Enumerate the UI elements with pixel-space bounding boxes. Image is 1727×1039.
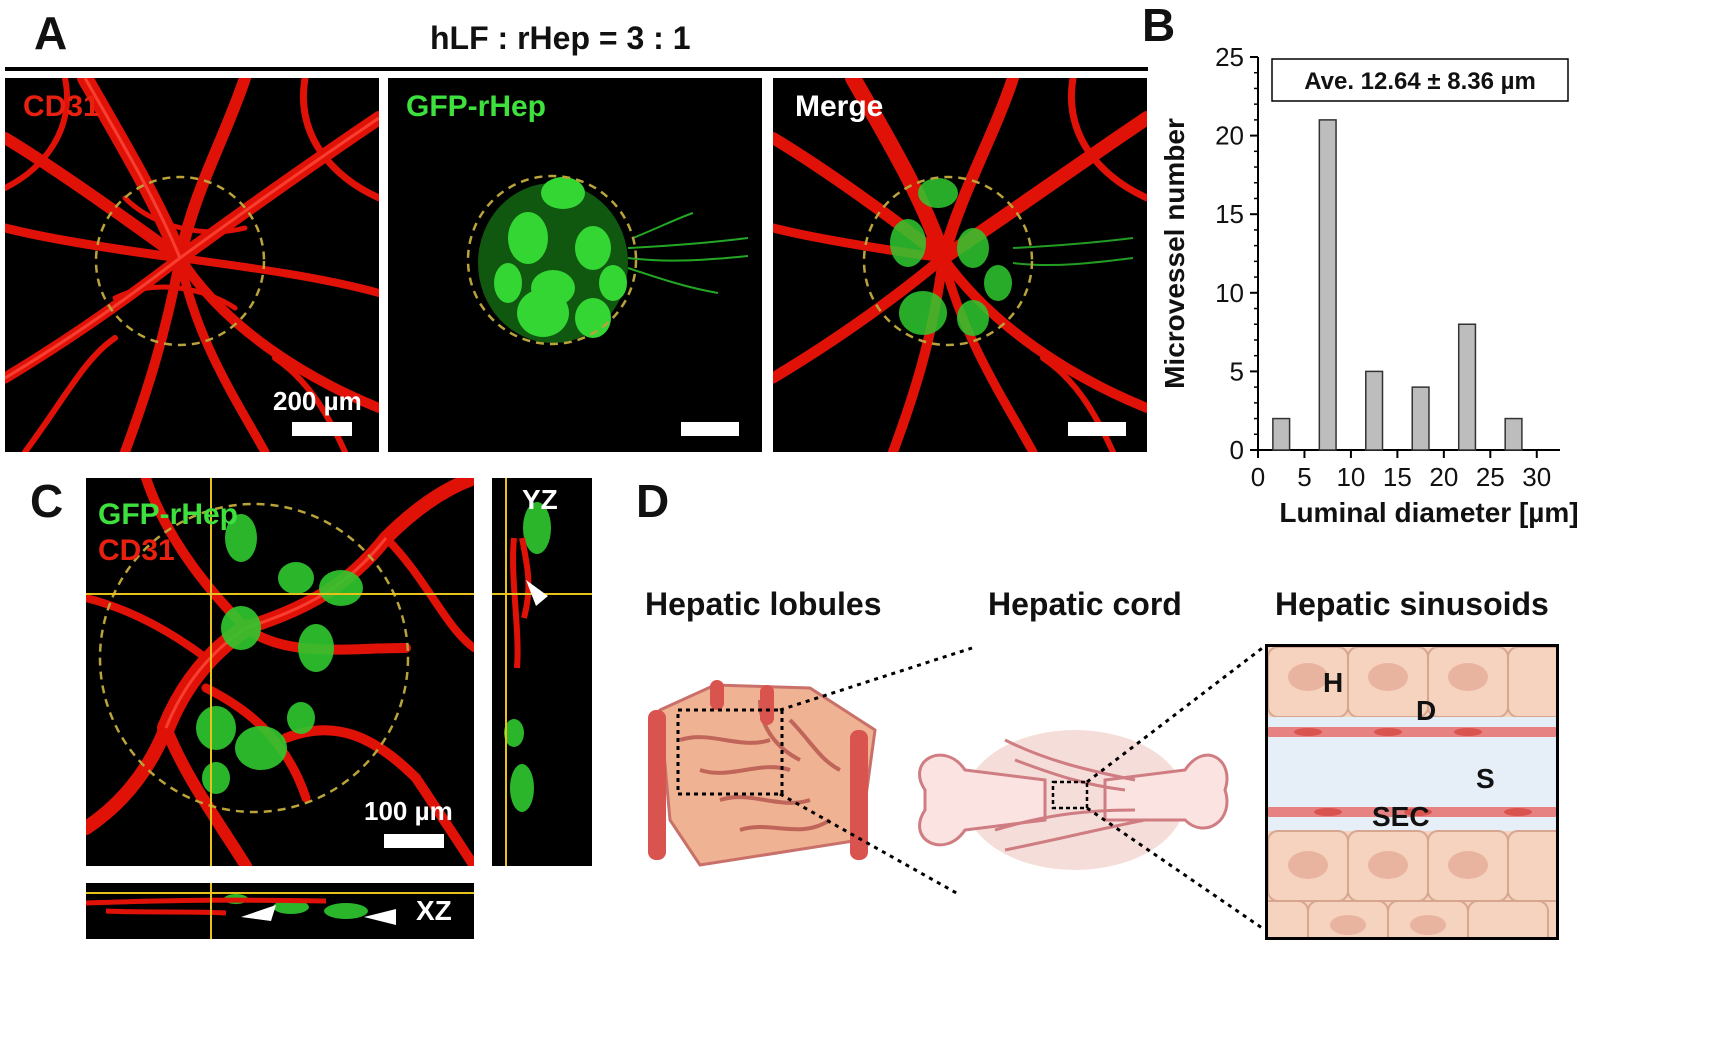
luminal-diameter-histogram: 0 5 10 15 20 25 0 5 10 15 20 25 30 Ave. 12.64 ± 8.36 …: [1150, 30, 1727, 530]
x-tick-label: 10: [1336, 462, 1365, 492]
histogram-bar: [1272, 417, 1291, 451]
panel-label-a: A: [34, 7, 68, 59]
confocal-section-xy: GFP-rHep CD31 100 µm: [86, 478, 474, 866]
histogram-bar: [1411, 386, 1430, 451]
cd31-label-c: CD31: [98, 534, 175, 567]
arrowhead-icon: [241, 905, 276, 921]
y-tick-label: 15: [1215, 199, 1244, 229]
y-tick-label: 0: [1230, 435, 1244, 465]
hepatic-lobules-label: Hepatic lobules: [645, 586, 882, 622]
scale-bar-text-100um: 100 µm: [364, 796, 453, 826]
disse-space-label: D: [1416, 695, 1437, 726]
y-tick-label: 10: [1215, 278, 1244, 308]
merge-overlay: [773, 78, 1147, 452]
hepatic-cord-label: Hepatic cord: [988, 586, 1182, 622]
scale-bar: [292, 422, 352, 436]
hepatic-sinusoid-illustration: H D S SEC: [1265, 644, 1559, 940]
annotation-box: [1271, 58, 1569, 102]
hepatic-lobule-illustration: [640, 670, 910, 870]
x-tick-label: 30: [1522, 462, 1551, 492]
xz-section-image: [86, 883, 474, 939]
histogram-bar: [1457, 323, 1477, 451]
arrowhead-icon: [364, 909, 396, 925]
y-tick-label: 20: [1215, 121, 1244, 151]
x-tick-label: 15: [1383, 462, 1412, 492]
confocal-section-yz: YZ: [492, 478, 592, 866]
scale-bar: [681, 422, 739, 436]
panel-label-b: B: [1142, 0, 1176, 51]
panel-label-c: C: [30, 475, 64, 527]
gfp-hepatocyte-cluster: [466, 174, 749, 346]
x-tick-label: 5: [1297, 462, 1311, 492]
hepatic-cord-illustration: [905, 720, 1235, 870]
lobule-drawing: [648, 680, 877, 867]
merge-micrograph: Merge: [773, 78, 1147, 452]
x-axis-label: Luminal diameter [µm]: [1279, 497, 1578, 528]
panel-a-rule: [5, 67, 1148, 71]
cd31-vessel-network: [5, 78, 379, 452]
cord-drawing: [918, 730, 1229, 870]
sinusoid-lumen-label: S: [1476, 763, 1495, 794]
xy-section-image: [86, 478, 474, 866]
hepatic-sinusoids-label: Hepatic sinusoids: [1275, 586, 1549, 622]
hepatocyte-label: H: [1323, 667, 1344, 698]
histogram-bar: [1504, 417, 1523, 451]
confocal-section-xz: XZ: [86, 883, 474, 939]
gfp-rhep-label: GFP-rHep: [406, 90, 547, 123]
cd31-label: CD31: [23, 90, 100, 123]
xz-label: XZ: [416, 895, 452, 926]
panel-a-title: hLF : rHep = 3 : 1: [430, 20, 691, 56]
yz-label: YZ: [522, 484, 558, 515]
sinusoid-drawing: [1268, 647, 1556, 937]
scale-bar: [1068, 422, 1126, 436]
scale-bar-text-200um: 200 µm: [273, 386, 362, 416]
gfp-rhep-label-c: GFP-rHep: [98, 498, 239, 531]
arrowhead-icon: [526, 580, 548, 606]
histogram-bar: [1365, 370, 1384, 451]
y-tick-label: 25: [1215, 42, 1244, 72]
merge-label: Merge: [795, 90, 884, 123]
x-tick-label: 25: [1476, 462, 1505, 492]
yz-section-image: [492, 478, 592, 866]
x-tick-label: 0: [1251, 462, 1265, 492]
histogram-svg: 0 5 10 15 20 25 0 5 10 15 20 25 30 Ave. 12.64 ± 8.36 …: [1159, 42, 1579, 528]
y-axis-label: Microvessel number: [1159, 118, 1190, 389]
sec-label: SEC: [1372, 801, 1430, 832]
panel-label-d: D: [636, 475, 670, 527]
scale-bar: [384, 834, 444, 848]
annotation-text: Ave. 12.64 ± 8.36 µm: [1304, 68, 1536, 95]
histogram-bar: [1318, 119, 1337, 451]
x-tick-label: 20: [1429, 462, 1458, 492]
gfp-micrograph: GFP-rHep: [388, 78, 762, 452]
y-tick-label: 5: [1230, 356, 1244, 386]
cd31-micrograph: CD31 200 µm: [5, 78, 379, 452]
